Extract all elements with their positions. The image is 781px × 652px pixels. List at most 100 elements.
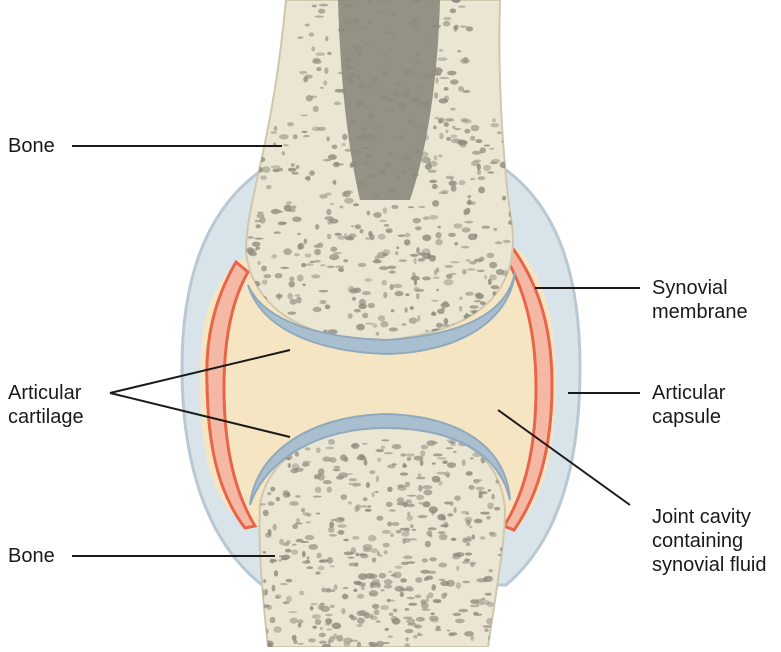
bone-pore xyxy=(424,329,430,332)
bone-pore xyxy=(445,175,455,180)
bone-pore xyxy=(382,642,390,644)
bone-pore xyxy=(322,158,332,162)
bone-pore xyxy=(411,17,418,22)
bone-pore xyxy=(390,533,394,538)
bone-pore xyxy=(297,274,304,282)
bone-pore xyxy=(308,32,315,37)
bone-pore xyxy=(389,270,396,274)
bone-pore xyxy=(332,468,341,472)
bone-pore xyxy=(446,136,452,141)
bone-pore xyxy=(388,570,393,573)
synovial-membrane-right xyxy=(501,247,554,532)
bone-pore xyxy=(449,501,454,507)
bone-pore xyxy=(283,204,292,212)
bone-pore xyxy=(357,617,365,624)
bone-pore xyxy=(293,253,300,257)
bone-pore xyxy=(417,514,428,519)
bone-pore xyxy=(463,209,467,216)
bone-pore xyxy=(420,569,431,574)
bone-pore xyxy=(452,125,456,129)
bone-pore xyxy=(458,86,465,92)
bone-pore xyxy=(426,39,431,42)
bone-pore xyxy=(270,165,281,169)
bone-pore xyxy=(350,79,355,85)
bone-pore xyxy=(326,208,332,216)
bone-pore xyxy=(278,134,289,140)
bone-pore xyxy=(382,542,390,548)
bone-pore xyxy=(355,101,362,108)
bone-pore xyxy=(326,136,330,142)
bone-pore xyxy=(489,261,498,269)
bone-pore xyxy=(434,73,442,76)
bone-pore xyxy=(434,92,439,99)
bone-pore xyxy=(383,53,387,58)
bone-pore xyxy=(386,109,395,112)
bone-pore xyxy=(433,155,438,161)
label-articular-capsule: Articular capsule xyxy=(652,382,726,428)
label-articular-cartilage: Articular cartilage xyxy=(8,382,84,428)
bone-pore xyxy=(433,599,442,604)
bone-pore xyxy=(343,538,349,542)
bone-pore xyxy=(371,557,377,563)
bone-pore xyxy=(364,508,372,512)
bone-pore xyxy=(386,598,391,603)
bone-pore xyxy=(349,161,359,168)
bone-pore xyxy=(489,147,495,150)
bone-pore xyxy=(263,274,272,279)
bone-pore xyxy=(408,602,418,606)
articular-cartilage-lower xyxy=(249,412,511,506)
bone-pore xyxy=(431,475,441,483)
bone-pore xyxy=(401,531,410,537)
bone-pore xyxy=(436,471,446,475)
bone-pore xyxy=(337,524,347,528)
bone-pore xyxy=(267,501,275,506)
bone-pore xyxy=(315,447,321,454)
bone-pore xyxy=(387,151,395,157)
bone-pore xyxy=(371,76,379,84)
bone-pore xyxy=(437,57,448,61)
bone-pore xyxy=(433,67,443,75)
bone-pore xyxy=(437,513,446,521)
bone-pore xyxy=(399,135,404,140)
bone-pore xyxy=(288,280,296,288)
bone-pore xyxy=(459,141,467,148)
bone-pore xyxy=(324,216,334,221)
bone-pore xyxy=(464,558,471,562)
bone-pore xyxy=(256,136,260,139)
bone-pore xyxy=(464,552,473,556)
bone-pore xyxy=(332,633,338,640)
bone-pore xyxy=(367,302,375,309)
bone-pore xyxy=(311,614,321,619)
bone-pore xyxy=(325,587,331,593)
bone-pore xyxy=(460,118,469,123)
bone-pore xyxy=(303,134,310,138)
bone-pore xyxy=(371,578,381,584)
bone-pore xyxy=(350,225,355,228)
bone-pore xyxy=(436,322,443,328)
bone-pore xyxy=(429,179,438,184)
bone-pore xyxy=(395,251,399,256)
bone-pore xyxy=(261,166,271,173)
bone-pore xyxy=(311,274,321,279)
bone-pore xyxy=(502,239,511,244)
bone-pore xyxy=(358,609,368,617)
bone-pore xyxy=(409,118,415,125)
bone-pore xyxy=(431,584,437,591)
bone-pore xyxy=(365,86,371,91)
bone-pore xyxy=(415,476,426,480)
bone-pore xyxy=(383,584,393,589)
bone-pore xyxy=(443,521,449,528)
bone-pore xyxy=(362,544,373,550)
bone-pore xyxy=(484,628,489,633)
bone-pore xyxy=(283,144,289,147)
bone-pore xyxy=(292,543,297,546)
bone-pore xyxy=(359,25,368,30)
bone-pore xyxy=(319,264,326,267)
bone-pore xyxy=(465,26,473,32)
bone-pore xyxy=(431,312,437,317)
bone-pore xyxy=(446,462,457,468)
bone-pore xyxy=(344,56,352,64)
bone-pore xyxy=(333,101,341,106)
bone-pore xyxy=(304,263,314,266)
bone-pore xyxy=(444,118,455,122)
